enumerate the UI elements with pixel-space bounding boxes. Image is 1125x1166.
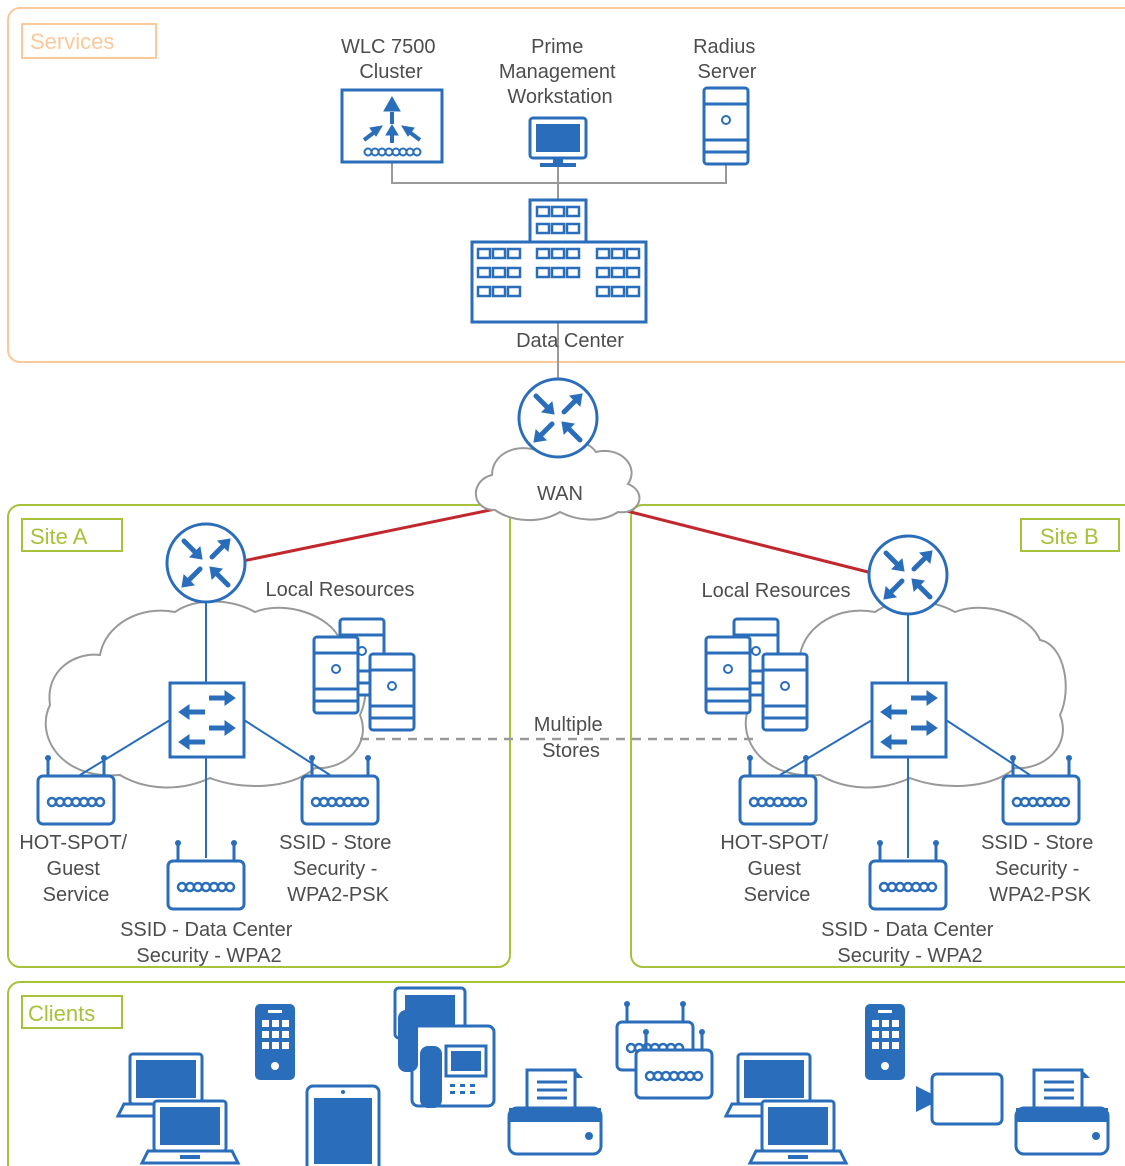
wan-cloud	[474, 439, 641, 522]
services-zone	[7, 7, 1125, 363]
site-a-router-icon	[167, 524, 245, 602]
site-a-hotspot-label: HOT-SPOT/ Guest Service	[19, 832, 132, 906]
ip-phone-icon	[393, 986, 496, 1108]
site-a-store-ap-icon	[300, 753, 380, 826]
wan-link-b	[614, 506, 881, 577]
site-b-links	[779, 610, 1031, 858]
radius-server-icon	[702, 86, 750, 166]
site-a-datacenter-ssid-label: SSID - Data Center Security - WPA2	[120, 919, 298, 967]
printer-icon	[1014, 1068, 1110, 1156]
workstation-icon	[528, 116, 588, 167]
clients-zone	[7, 981, 1125, 1166]
wan-label: WAN	[537, 483, 583, 505]
site-b-store-ap-icon	[1001, 753, 1081, 826]
site-a-server-icon	[312, 635, 360, 715]
prime-label: Prime Management Workstation	[499, 36, 621, 108]
site-a-local-resources-label: Local Resources	[266, 579, 415, 601]
site-b-switch-icon	[872, 683, 946, 757]
smartphone-icon	[255, 1004, 295, 1080]
site-b-datacenter-ssid-label: SSID - Data Center Security - WPA2	[821, 919, 999, 967]
wlc-icon	[340, 88, 444, 164]
wlc-label: WLC 7500 Cluster	[341, 36, 441, 83]
clients-label: Clients	[28, 1001, 95, 1026]
wan-link-a	[237, 506, 501, 564]
site-b-hotspot-label: HOT-SPOT/ Guest Service	[720, 832, 833, 906]
site-a-cloud	[44, 600, 367, 789]
datacenter-icon	[470, 198, 648, 324]
site-a-label: Site A	[30, 524, 88, 549]
services-links	[391, 160, 727, 385]
services-label: Services	[30, 29, 114, 54]
site-a-store-label: SSID - Store Security - WPA2-PSK	[279, 832, 397, 906]
smartphone-icon	[865, 1004, 905, 1080]
multiple-stores-label: Multiple Stores	[534, 714, 608, 762]
laptop-icon	[748, 1099, 848, 1165]
radius-label: Radius Server	[693, 36, 761, 83]
site-b-store-label: SSID - Store Security - WPA2-PSK	[981, 832, 1099, 906]
site-a-links	[79, 600, 331, 858]
tablet-icon	[305, 1084, 381, 1166]
wan-router-icon	[519, 379, 597, 457]
datacenter-label: Data Center	[516, 330, 624, 352]
site-b-server-icon	[761, 652, 809, 732]
site-b-server-icon	[704, 635, 752, 715]
site-b-hotspot-ap-icon	[738, 753, 818, 826]
site-b-label: Site B	[1040, 524, 1099, 549]
video-camera-icon	[916, 1072, 1004, 1126]
site-a-zone	[7, 504, 511, 968]
site-b-local-resources-label: Local Resources	[702, 580, 851, 602]
site-b-zone	[630, 504, 1125, 968]
printer-icon	[507, 1068, 603, 1156]
laptop-icon	[140, 1099, 240, 1165]
site-a-switch-icon	[170, 683, 244, 757]
site-a-hotspot-ap-icon	[36, 753, 116, 826]
site-a-server-icon	[368, 652, 416, 732]
site-b-router-icon	[869, 536, 947, 614]
